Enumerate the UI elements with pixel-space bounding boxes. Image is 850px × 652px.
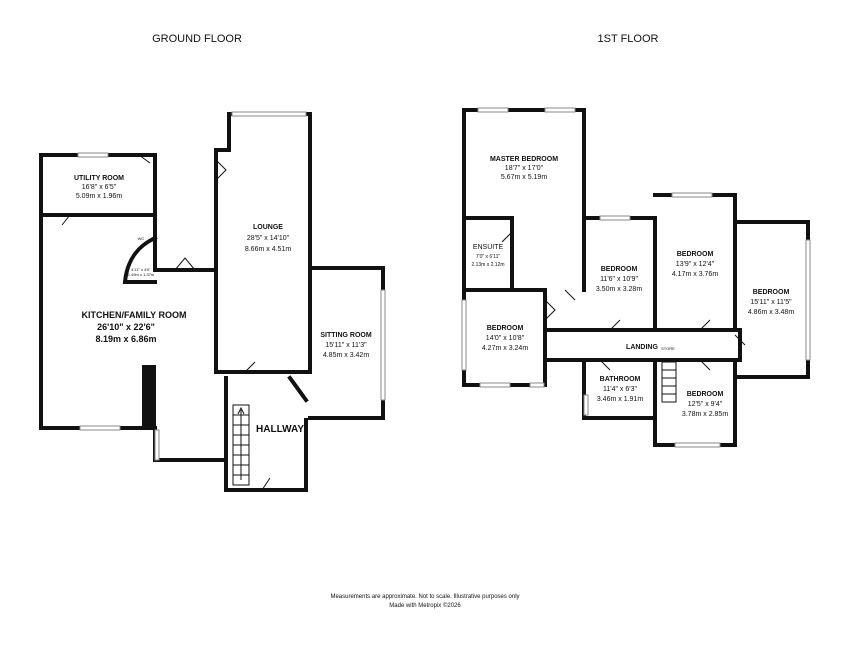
bedroom-5-name: BEDROOM — [487, 325, 524, 332]
bathroom-imperial: 11'4" x 6'3" — [603, 386, 637, 393]
wc-metric: 1.49m x 1.37m — [128, 272, 155, 277]
lounge-name: LOUNGE — [253, 224, 283, 231]
wc-walls — [122, 235, 158, 284]
wc-imperial: 4'11" x 4'6" — [131, 267, 151, 272]
kitchen-walls — [39, 213, 228, 462]
sitting-room-imperial: 15'11" x 11'3" — [325, 342, 367, 349]
chimney-breast — [142, 365, 156, 427]
bedroom-4-name: BEDROOM — [753, 289, 790, 296]
bedroom-4-imperial: 15'11" x 11'5" — [750, 299, 792, 306]
utility-room-metric: 5.09m x 1.96m — [76, 193, 122, 200]
bedroom-2-name: BEDROOM — [601, 266, 638, 273]
sitting-room-metric: 4.85m x 3.42m — [323, 352, 369, 359]
bedroom-6-name: BEDROOM — [687, 391, 724, 398]
bedroom-5-imperial: 14'0" x 10'8" — [486, 335, 525, 342]
bathroom-name: BATHROOM — [600, 376, 641, 383]
hallway-walls — [224, 376, 308, 492]
master-bedroom-walls — [462, 108, 586, 292]
ground-staircase — [232, 404, 250, 486]
kitchen-metric: 8.19m x 6.86m — [95, 334, 156, 344]
ensuite-name: ENSUITE — [473, 244, 504, 251]
first-floor-staircase — [661, 361, 677, 403]
bedroom-4-metric: 4.86m x 3.48m — [748, 309, 794, 316]
kitchen-name: KITCHEN/FAMILY ROOM — [81, 310, 186, 320]
bedroom-5-metric: 4.27m x 3.24m — [482, 345, 528, 352]
bathroom-metric: 3.46m x 1.91m — [597, 396, 643, 403]
master-bedroom-imperial: 18'7" x 17'0" — [505, 165, 544, 172]
wc-name: WC — [138, 236, 145, 241]
footer-credit: Made with Metropix ©2026 — [389, 602, 461, 609]
ground-floor-title: GROUND FLOOR — [152, 33, 242, 45]
lounge-metric: 8.66m x 4.51m — [245, 246, 291, 253]
landing-store-note: STORE — [661, 346, 675, 351]
utility-room-name: UTILITY ROOM — [74, 175, 124, 182]
landing-name: LANDING — [626, 344, 658, 351]
bedroom-3-imperial: 13'9" x 12'4" — [676, 261, 715, 268]
first-floor-title: 1ST FLOOR — [598, 33, 659, 45]
first-floor-plan — [461, 107, 811, 448]
ensuite-walls — [462, 216, 514, 292]
kitchen-imperial: 26'10" x 22'6" — [97, 322, 155, 332]
master-bedroom-metric: 5.67m x 5.19m — [501, 174, 547, 181]
ensuite-imperial: 7'0" x 6'11" — [476, 254, 500, 260]
hallway-name: HALLWAY — [256, 424, 304, 435]
bedroom-2-metric: 3.50m x 3.28m — [596, 286, 642, 293]
bedroom-3-metric: 4.17m x 3.76m — [672, 271, 718, 278]
lounge-imperial: 28'5" x 14'10" — [247, 235, 290, 242]
bedroom-2-walls — [582, 216, 657, 332]
footer-disclaimer: Measurements are approximate. Not to sca… — [330, 594, 519, 600]
sitting-room-name: SITTING ROOM — [320, 332, 372, 339]
ground-floor-plan — [39, 111, 386, 492]
master-bedroom-name: MASTER BEDROOM — [490, 156, 558, 163]
lounge-walls — [214, 112, 312, 374]
ensuite-metric: 2.13m x 2.12m — [471, 262, 504, 268]
bedroom-6-metric: 3.78m x 2.85m — [682, 411, 728, 418]
utility-room-imperial: 16'8" x 6'5" — [82, 184, 117, 191]
bedroom-6-imperial: 12'5" x 9'4" — [688, 401, 723, 408]
bedroom-2-imperial: 11'6" x 10'9" — [600, 276, 638, 283]
bedroom-3-name: BEDROOM — [677, 251, 714, 258]
